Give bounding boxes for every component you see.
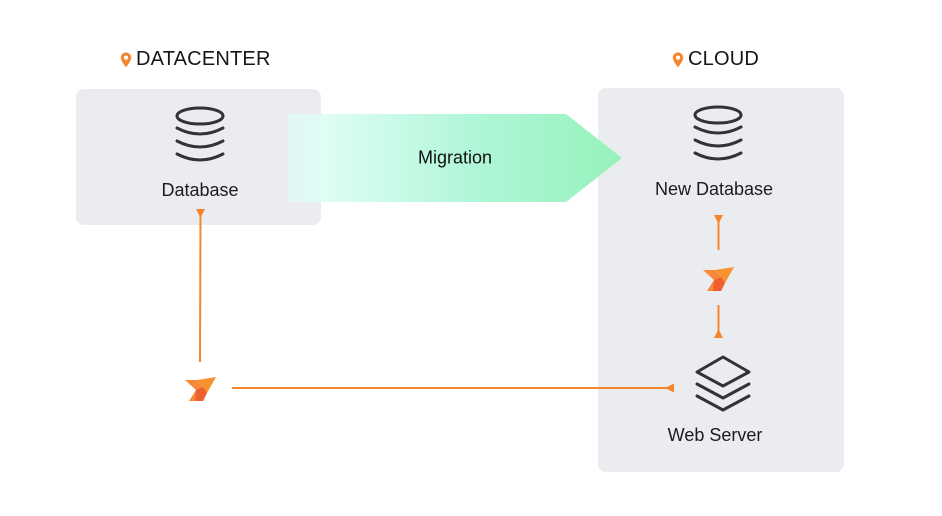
agent-logo-icon: [185, 377, 216, 401]
location-pin-icon: [672, 52, 684, 67]
database-icon: [175, 106, 225, 162]
connector-newdb-to-agent: [714, 215, 723, 250]
connector-agent-to-webserver-cloud: [714, 305, 723, 338]
migration-label: Migration: [417, 147, 493, 168]
node-label-web-server: Web Server: [667, 425, 763, 445]
connector-agent-to-webserver: [232, 383, 674, 393]
migration-arrow: [288, 114, 622, 202]
datacenter-panel: [76, 89, 321, 225]
layers-stack-icon: [695, 355, 751, 412]
database-icon: [693, 105, 743, 161]
agent-logo-icon: [703, 267, 734, 291]
node-label-database: Database: [161, 180, 239, 200]
location-pin-icon: [120, 52, 132, 67]
zone-title-cloud: CLOUD: [672, 48, 759, 71]
connector-database-to-agent: [196, 209, 205, 363]
zone-title-text: DATACENTER: [136, 48, 271, 70]
zone-title-text: CLOUD: [688, 48, 760, 70]
zone-title-datacenter: DATACENTER: [120, 48, 271, 71]
node-label-new-database: New Database: [654, 179, 774, 199]
